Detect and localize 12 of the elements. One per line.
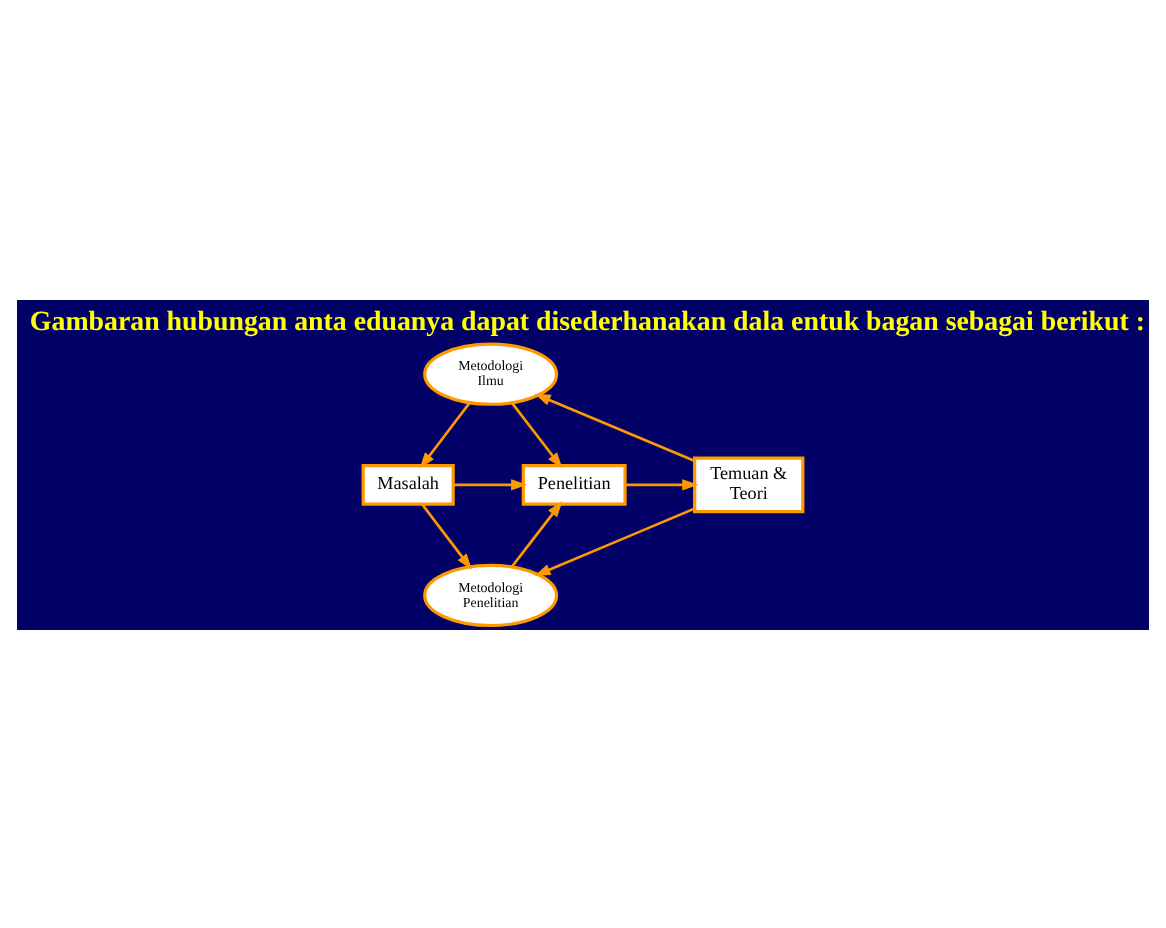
- arrow: [625, 478, 699, 490]
- arrow: [453, 478, 528, 490]
- node-box: Masalah: [361, 462, 455, 505]
- node-box: Penelitian: [521, 462, 627, 505]
- diagram-title: Gambaran hubungan anta eduanya dapat disederhanakan dala entuk bagan sebagai berikut :: [29, 306, 1146, 337]
- arrow: [421, 502, 472, 569]
- arrow: [511, 500, 563, 567]
- arrow: [534, 506, 696, 575]
- arrow: [534, 392, 695, 462]
- arrow: [510, 401, 563, 468]
- node-box: Temuan & Teori: [693, 455, 805, 513]
- arrow: [419, 401, 471, 468]
